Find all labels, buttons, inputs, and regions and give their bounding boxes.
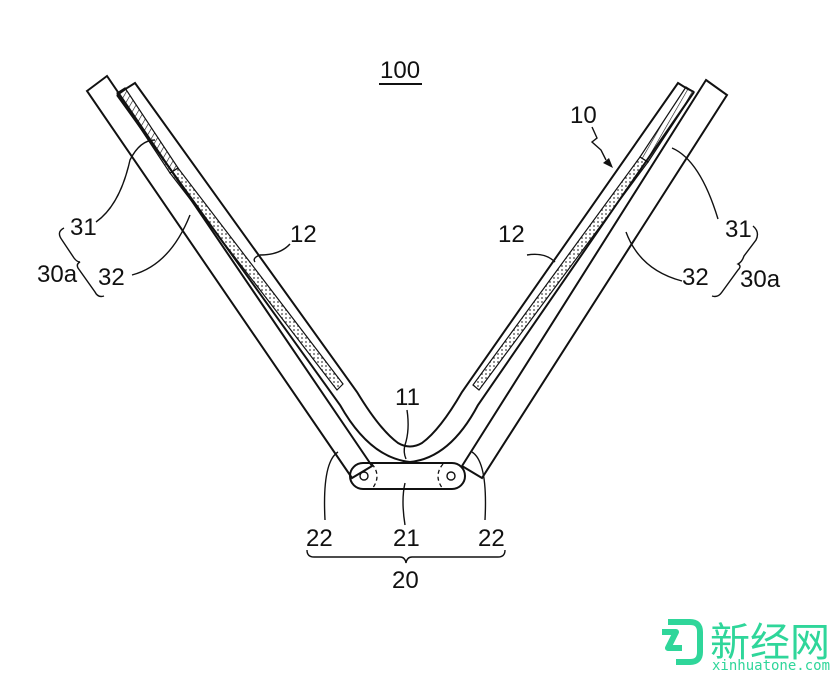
- label-adhesive-left: 32: [98, 264, 125, 291]
- hinge-link: [349, 462, 466, 490]
- label-hinge-link: 21: [393, 525, 420, 552]
- label-flat-left: 12: [290, 221, 317, 248]
- watermark-logo-icon: [662, 619, 703, 665]
- label-support-right: 31: [725, 216, 752, 243]
- label-support-left: 31: [70, 214, 97, 241]
- adhesive-left: [169, 167, 344, 391]
- housing-left: [85, 74, 374, 480]
- leader-lines: [95, 126, 719, 526]
- label-bend: 11: [395, 384, 420, 411]
- adhesive-right: [472, 156, 649, 391]
- label-flat-right: 12: [498, 221, 525, 248]
- braces: [58, 225, 759, 564]
- housing-right: [460, 78, 729, 480]
- label-adhesive-right: 32: [682, 264, 709, 291]
- watermark-domain: xinhuatone.com: [712, 658, 830, 674]
- label-housing-right: 22: [478, 525, 505, 552]
- label-group-left: 30a: [37, 261, 78, 288]
- device-reference: 100: [379, 57, 422, 85]
- watermark-brand: 新经网: [710, 620, 830, 666]
- watermark: 新经网 xinhuatone.com: [662, 619, 830, 674]
- label-display: 10: [570, 102, 597, 129]
- label-hinge: 20: [392, 567, 419, 594]
- label-group-right: 30a: [740, 266, 781, 293]
- svg-text:100: 100: [380, 57, 420, 84]
- label-housing-left: 22: [306, 525, 333, 552]
